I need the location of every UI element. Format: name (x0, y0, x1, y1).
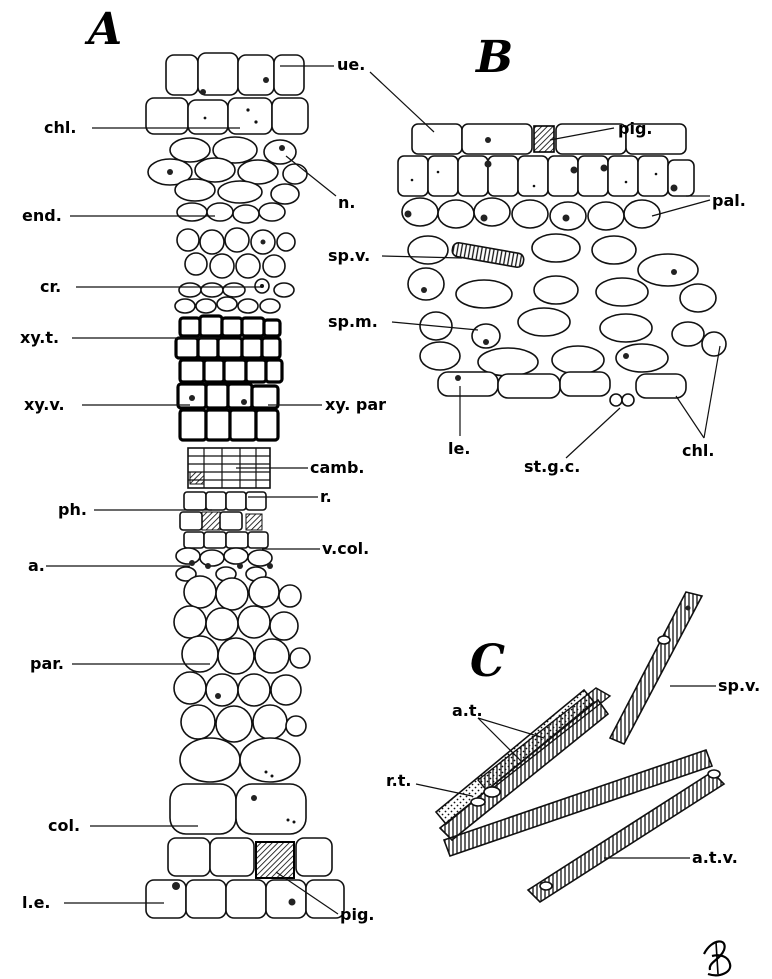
label-a-camb: camb. (310, 458, 364, 477)
lower-hypodermis (168, 838, 332, 878)
lower-epidermis (146, 880, 344, 918)
spiral-vessel-b (451, 242, 524, 268)
panel-a-cross-section: A (20, 4, 386, 924)
palisade-lower (402, 198, 660, 230)
upper-epidermis (166, 53, 304, 95)
label-a-le: l.e. (22, 893, 51, 912)
label-a-chl: chl. (44, 118, 76, 137)
label-a-xyt: xy.t. (20, 328, 59, 347)
label-a-xypar: xy. par (325, 395, 386, 414)
phloem (180, 492, 268, 548)
label-a-ue: ue. (337, 55, 365, 74)
artist-monogram (704, 941, 730, 975)
label-b-chl: chl. (682, 441, 714, 460)
cortex-cells (148, 137, 307, 204)
label-b-pal: pal. (712, 191, 746, 210)
spiral-vessel-c (610, 592, 702, 744)
label-a-pig: pig. (340, 905, 374, 924)
panel-b-leaf-section: B (328, 32, 746, 476)
label-b-le: le. (448, 439, 470, 458)
label-a-n: n. (338, 193, 355, 212)
label-a-par: par. (30, 654, 64, 673)
panel-c-tracheary-elements: C (386, 592, 760, 902)
label-a-r: r. (320, 487, 332, 506)
panel-b-letter: B (474, 32, 513, 83)
label-a-xyv: xy.v. (24, 395, 65, 414)
parenchyma (174, 576, 310, 782)
label-c-atv: a.t.v. (692, 848, 738, 867)
label-a-vcol: v.col. (322, 539, 369, 558)
label-c-spv: sp.v. (718, 676, 760, 695)
panel-c-letter: C (470, 636, 505, 687)
vascular-collar (176, 548, 273, 581)
label-a-ph: ph. (58, 500, 87, 519)
leaf-lower-epidermis (438, 372, 686, 406)
panel-a-letter: A (84, 4, 122, 55)
label-c-rt: r.t. (386, 771, 411, 790)
label-a-end: end. (22, 206, 62, 225)
label-c-at: a.t. (452, 701, 483, 720)
label-b-spv: sp.v. (328, 246, 370, 265)
label-a-cr: cr. (40, 277, 61, 296)
palisade-layer (398, 156, 694, 196)
label-a-col: col. (48, 816, 80, 835)
label-a-a: a. (28, 556, 45, 575)
label-b-pig: pig. (618, 119, 652, 138)
xylem (176, 316, 282, 440)
endodermis (177, 203, 285, 223)
label-b-stgc: st.g.c. (524, 457, 580, 476)
label-b-spm: sp.m. (328, 312, 378, 331)
